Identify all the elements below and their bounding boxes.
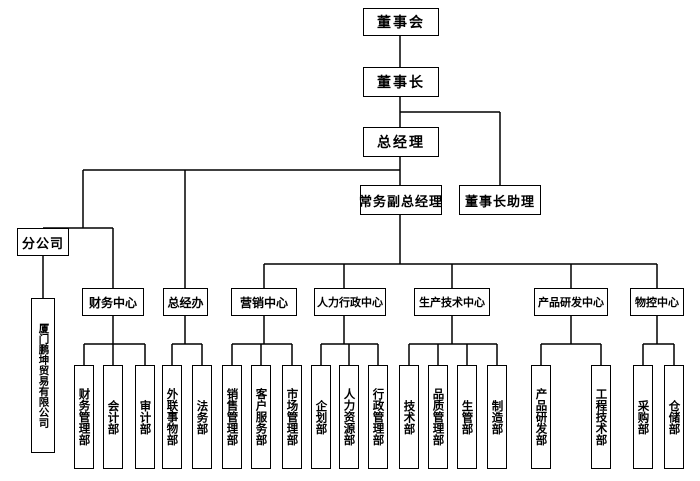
dept-product-rnd: 产品研发部 — [531, 365, 551, 469]
general-manager-box: 总经理 — [363, 127, 439, 157]
dept-legal: 法务部 — [192, 365, 212, 469]
dept-finance-management: 财务管理部 — [74, 365, 94, 469]
dept-purchasing: 采购部 — [633, 365, 653, 469]
dept-planning: 企划部 — [311, 365, 331, 469]
dept-audit: 审计部 — [135, 365, 155, 469]
dept-human-resources: 人力资源部 — [339, 365, 359, 469]
dept-sales-management: 销售管理部 — [222, 365, 242, 469]
marketing-center-box: 营销中心 — [231, 288, 297, 316]
dept-production-control: 生管部 — [457, 365, 477, 469]
subsidiary-box: 分公司 — [17, 228, 69, 256]
dept-engineering: 工程技术部 — [591, 365, 611, 469]
dept-technology: 技术部 — [399, 365, 419, 469]
dept-manufacturing: 制造部 — [487, 365, 507, 469]
chairman-assistant-box: 董事长助理 — [459, 185, 541, 215]
dept-customer-service: 客户服务部 — [251, 365, 271, 469]
dept-external-affairs: 外联事物部 — [162, 365, 182, 469]
material-control-center-box: 物控中心 — [630, 288, 684, 316]
finance-center-box: 财务中心 — [82, 288, 144, 316]
dept-accounting: 会计部 — [103, 365, 123, 469]
rnd-center-box: 产品研发中心 — [534, 288, 608, 316]
chairman-box: 董事长 — [363, 67, 439, 97]
gm-office-box: 总经办 — [163, 288, 208, 316]
executive-vice-gm-box: 常务副总经理 — [359, 185, 442, 215]
dept-warehousing: 仓储部 — [664, 365, 684, 469]
subsidiary-company-box: 厦门鹏坤贸易有限公司 — [31, 298, 55, 453]
board-box: 董事会 — [363, 8, 439, 36]
dept-quality-management: 品质管理部 — [428, 365, 448, 469]
dept-market-management: 市场管理部 — [282, 365, 302, 469]
dept-administration: 行政管理部 — [368, 365, 388, 469]
hr-admin-center-box: 人力行政中心 — [314, 288, 386, 316]
production-tech-center-box: 生产技术中心 — [414, 288, 490, 316]
